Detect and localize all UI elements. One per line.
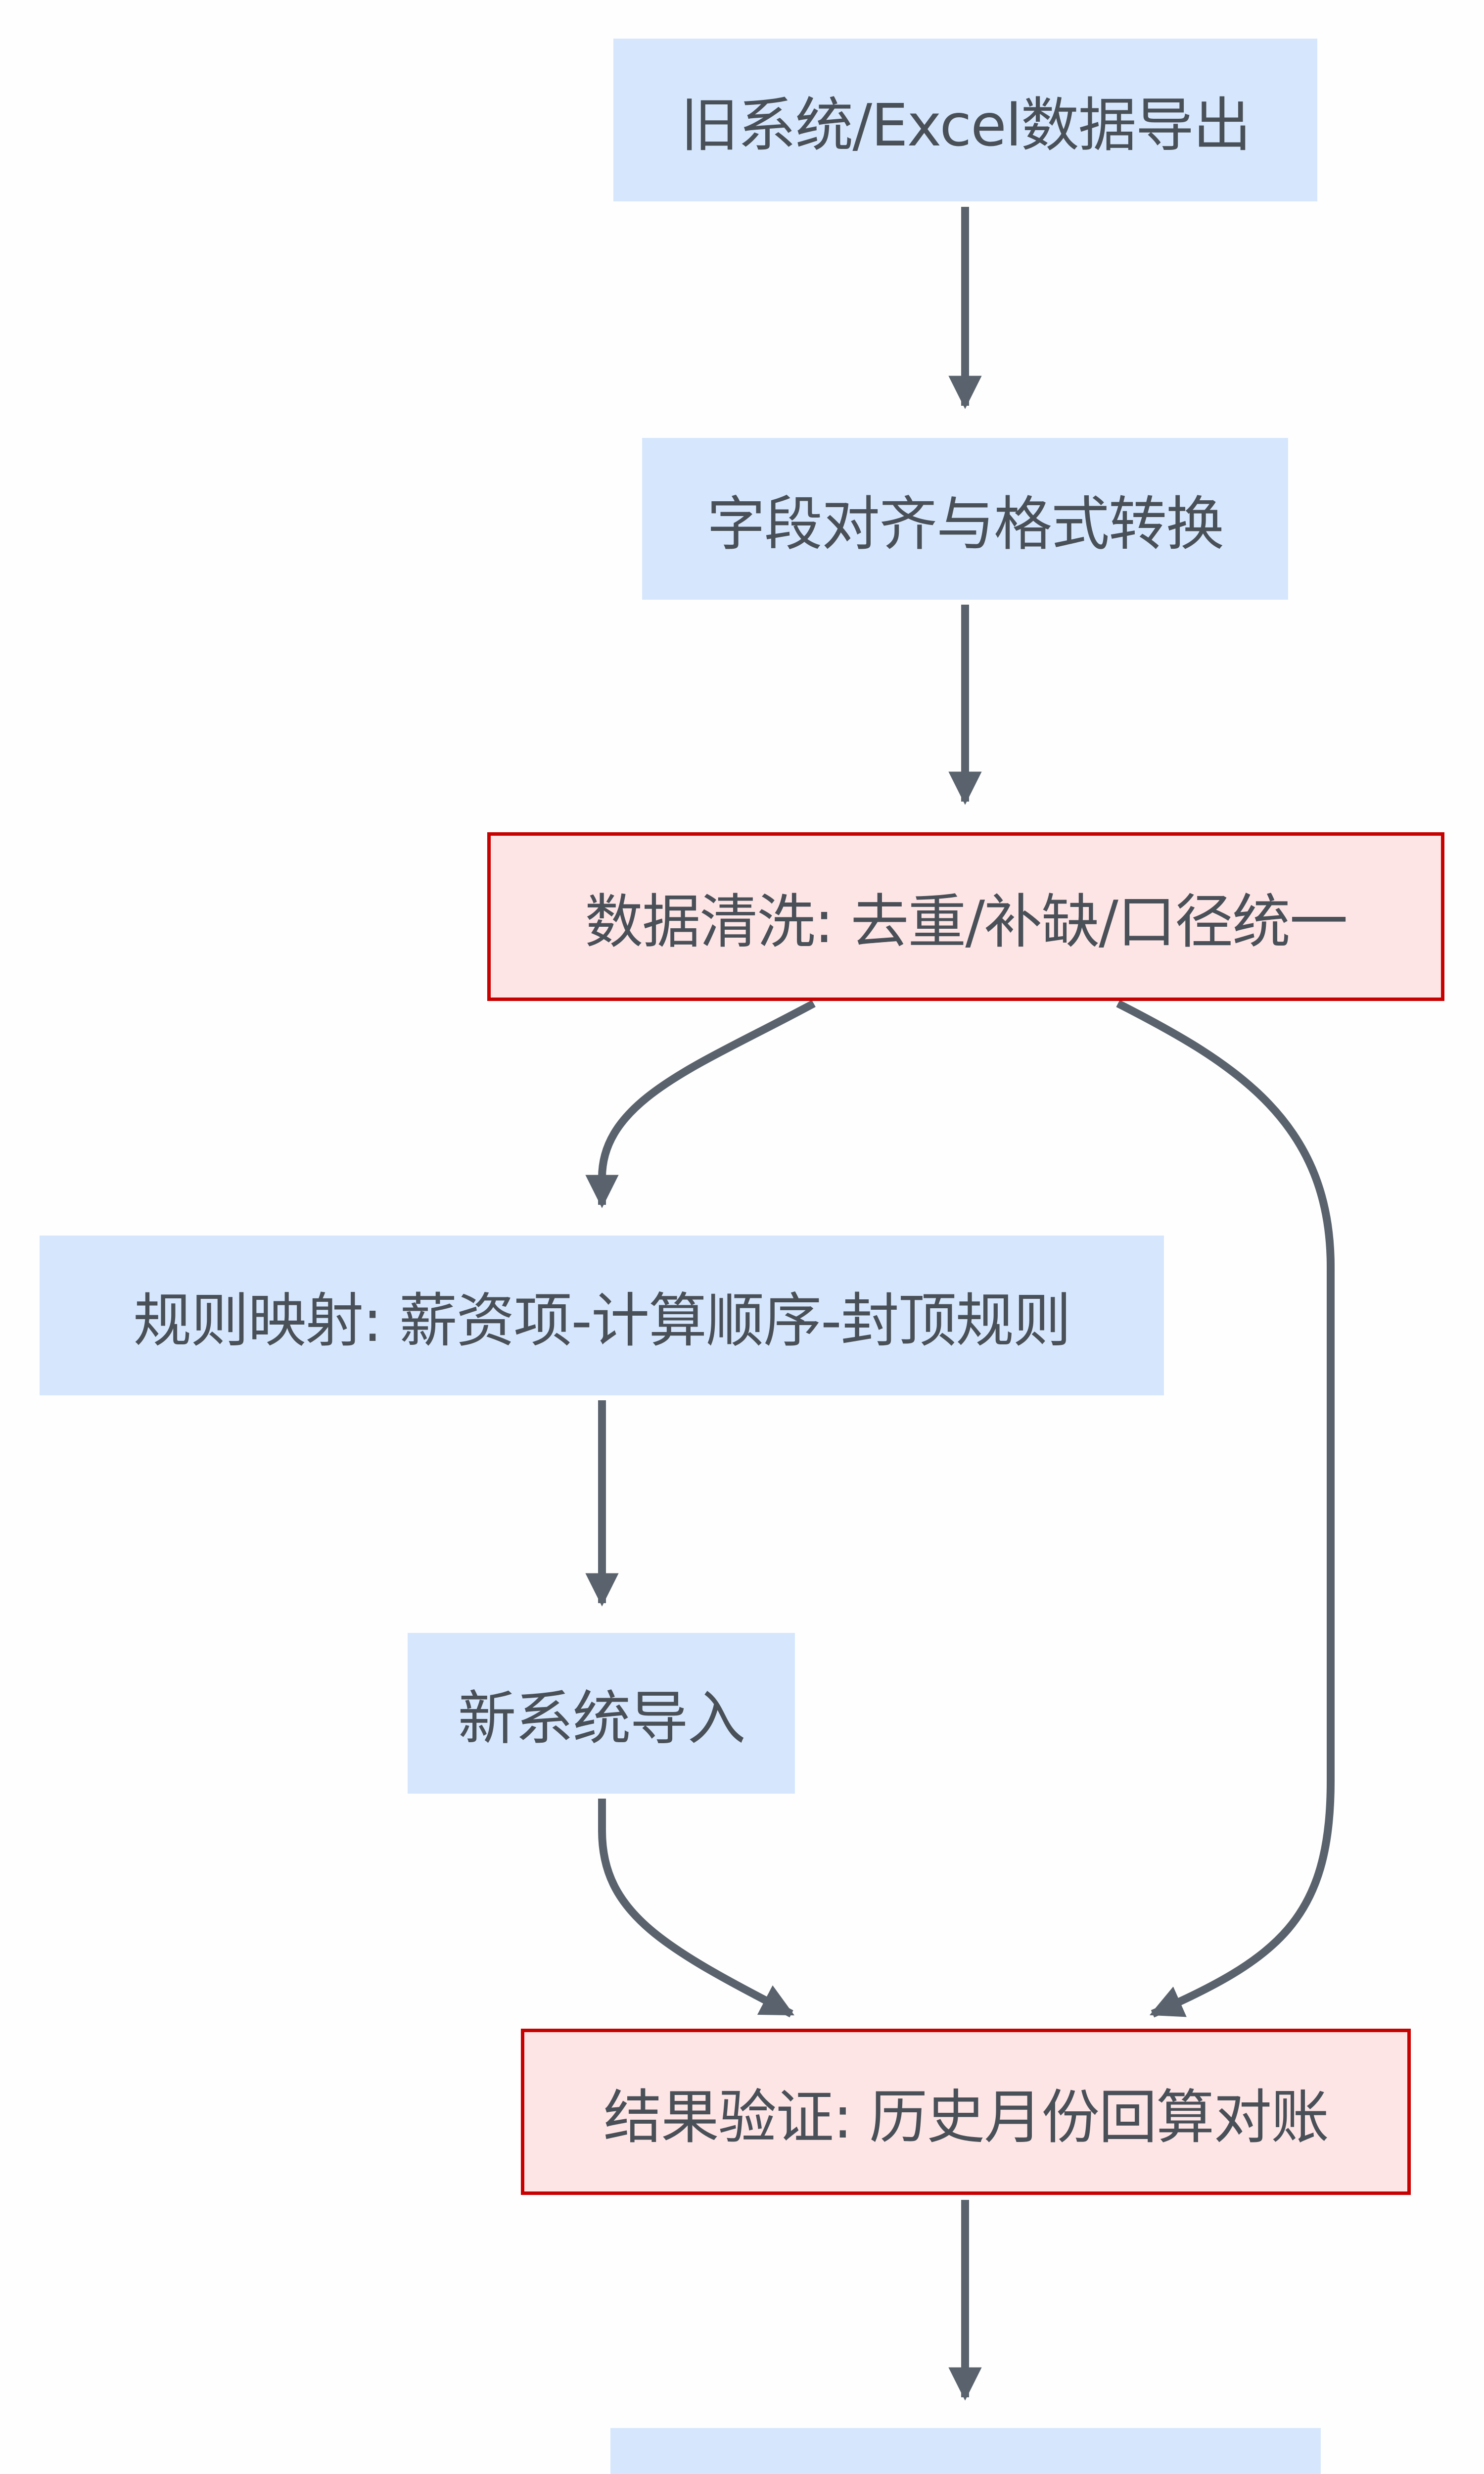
node-label: 规则映射: 薪资项-计算顺序-封顶规则: [133, 1286, 1071, 1355]
node-result-validation: 结果验证: 历史月份回算对账: [521, 2029, 1411, 2195]
edge-n3-n4: [585, 999, 816, 1208]
node-field-alignment: 字段对齐与格式转换: [642, 438, 1288, 600]
node-label: 字段对齐与格式转换: [706, 490, 1224, 558]
node-label: 旧系统/Excel数据导出: [680, 91, 1251, 159]
node-data-cleaning: 数据清洗: 去重/补缺/口径统一: [487, 832, 1444, 1001]
node-rule-mapping: 规则映射: 薪资项-计算顺序-封顶规则: [40, 1236, 1164, 1395]
node-label: 新系统导入: [458, 1684, 745, 1753]
edge-n3-n6: [1116, 999, 1335, 2018]
node-legacy-export: 旧系统/Excel数据导出: [613, 39, 1317, 201]
node-go-live: 上线切换与并行期支持: [610, 2428, 1321, 2474]
node-label: 结果验证: 历史月份回算对账: [603, 2083, 1329, 2151]
node-label: 数据清洗: 去重/补缺/口径统一: [585, 888, 1348, 956]
node-new-system-import: 新系统导入: [408, 1633, 795, 1794]
edge-n5-n6: [598, 1799, 794, 2018]
node-label: 上线切换与并行期支持: [679, 2467, 1252, 2474]
